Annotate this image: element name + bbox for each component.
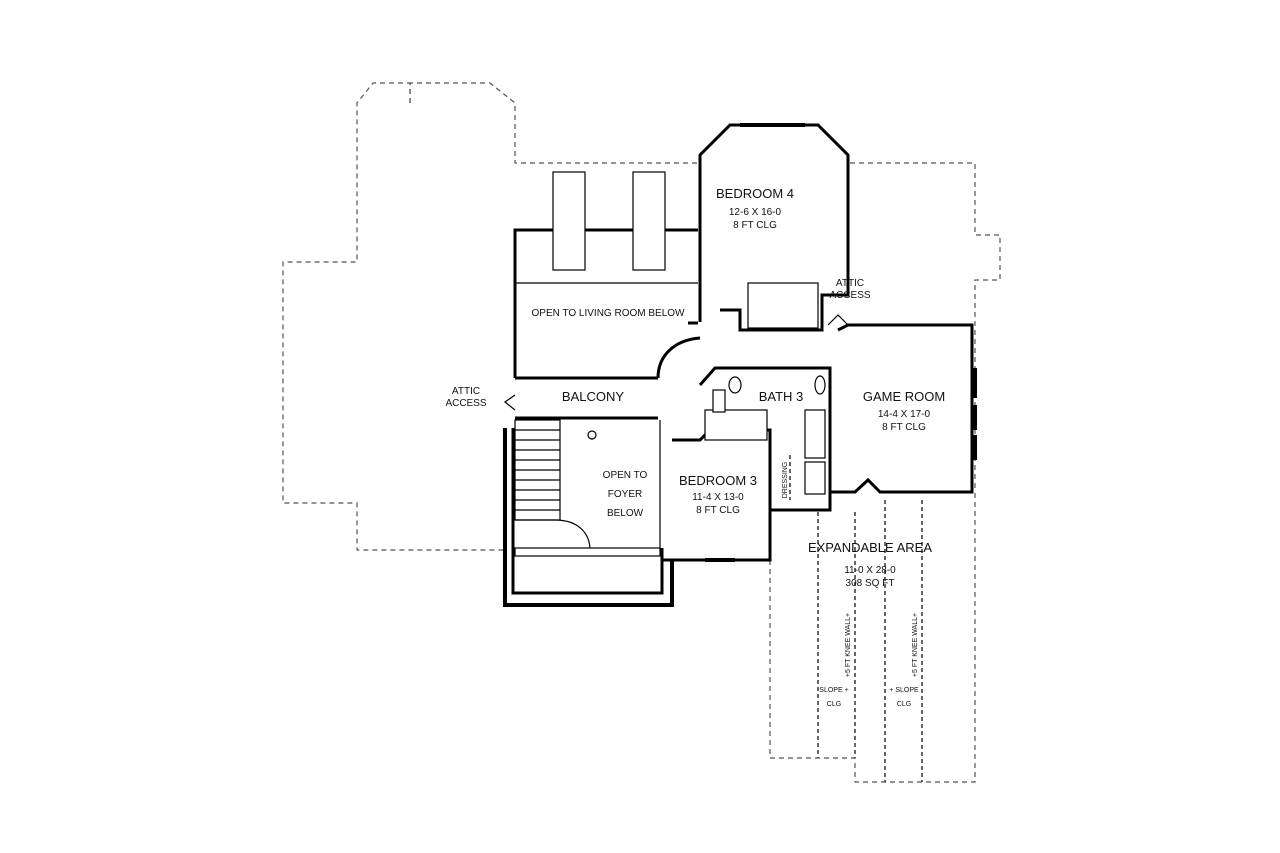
toilet [728, 376, 742, 394]
game-room-ceiling: 8 FT CLG [882, 422, 926, 433]
bedroom4-walls [698, 123, 850, 332]
left-attic-door [503, 394, 516, 411]
game-room-name: GAME ROOM [863, 389, 945, 404]
lower-floor-outline-right [850, 162, 1001, 490]
game-room-size: 14-4 X 17-0 [878, 409, 931, 420]
slope-right-line1: + SLOPE [889, 687, 919, 694]
slope-left-line2: CLG [827, 701, 841, 708]
bedroom3-closet [704, 409, 768, 441]
chimney-right [632, 171, 666, 271]
bedroom4-closet [747, 282, 819, 329]
bath3-walls [698, 366, 832, 512]
bedroom3-name: BEDROOM 3 [679, 473, 757, 488]
bathtub [804, 409, 826, 459]
open-foyer-line2: FOYER [608, 489, 642, 500]
attic-door-right [827, 314, 849, 326]
attic-right-line1: ATTIC [836, 278, 864, 289]
bath-vanity [712, 389, 726, 413]
open-foyer-line1: OPEN TO [603, 470, 648, 481]
bedroom3-size: 11-4 X 13-0 [692, 492, 744, 503]
stair-newel [587, 430, 597, 440]
attic-left-line2: ACCESS [445, 398, 486, 409]
balcony-label: BALCONY [562, 389, 624, 404]
chimney-left [552, 171, 586, 271]
game-room-walls [830, 323, 974, 494]
open-living-label: OPEN TO LIVING ROOM BELOW [532, 308, 686, 319]
balcony-arc [656, 336, 701, 379]
expandable-outline [769, 492, 976, 783]
stair-tread-lines [515, 429, 560, 511]
shower [804, 461, 826, 495]
stair-outer-walls [503, 428, 674, 607]
bedroom4-ceiling: 8 FT CLG [733, 220, 777, 231]
bedroom4-name: BEDROOM 4 [716, 186, 794, 201]
foyer-window-strip [514, 547, 661, 557]
open-foyer-line3: BELOW [607, 508, 644, 519]
living-open-walls [513, 228, 698, 378]
slope-left-line1: SLOPE + [819, 687, 848, 694]
expandable-area: 308 SQ FT [846, 578, 895, 589]
expandable-size: 11-0 X 28-0 [844, 565, 896, 576]
knee-wall-right-label: +5 FT KNEE WALL+ [912, 613, 919, 677]
lower-floor-outline-top [409, 82, 700, 164]
knee-wall-left-label: +5 FT KNEE WALL+ [845, 613, 852, 677]
sink [814, 375, 826, 395]
dressing-label: DRESSING [782, 462, 789, 499]
stair-curve [515, 519, 591, 551]
slope-right-line2: CLG [897, 701, 911, 708]
expandable-name: EXPANDABLE AREA [808, 540, 932, 555]
stair-inner-walls [511, 428, 664, 595]
lower-floor-outline [282, 82, 506, 551]
bedroom3-ceiling: 8 FT CLG [696, 505, 740, 516]
bath3-label: BATH 3 [759, 389, 804, 404]
bedroom4-size: 12-6 X 16-0 [729, 207, 782, 218]
attic-right-line2: ACCESS [829, 290, 870, 301]
attic-left-line1: ATTIC [452, 386, 480, 397]
